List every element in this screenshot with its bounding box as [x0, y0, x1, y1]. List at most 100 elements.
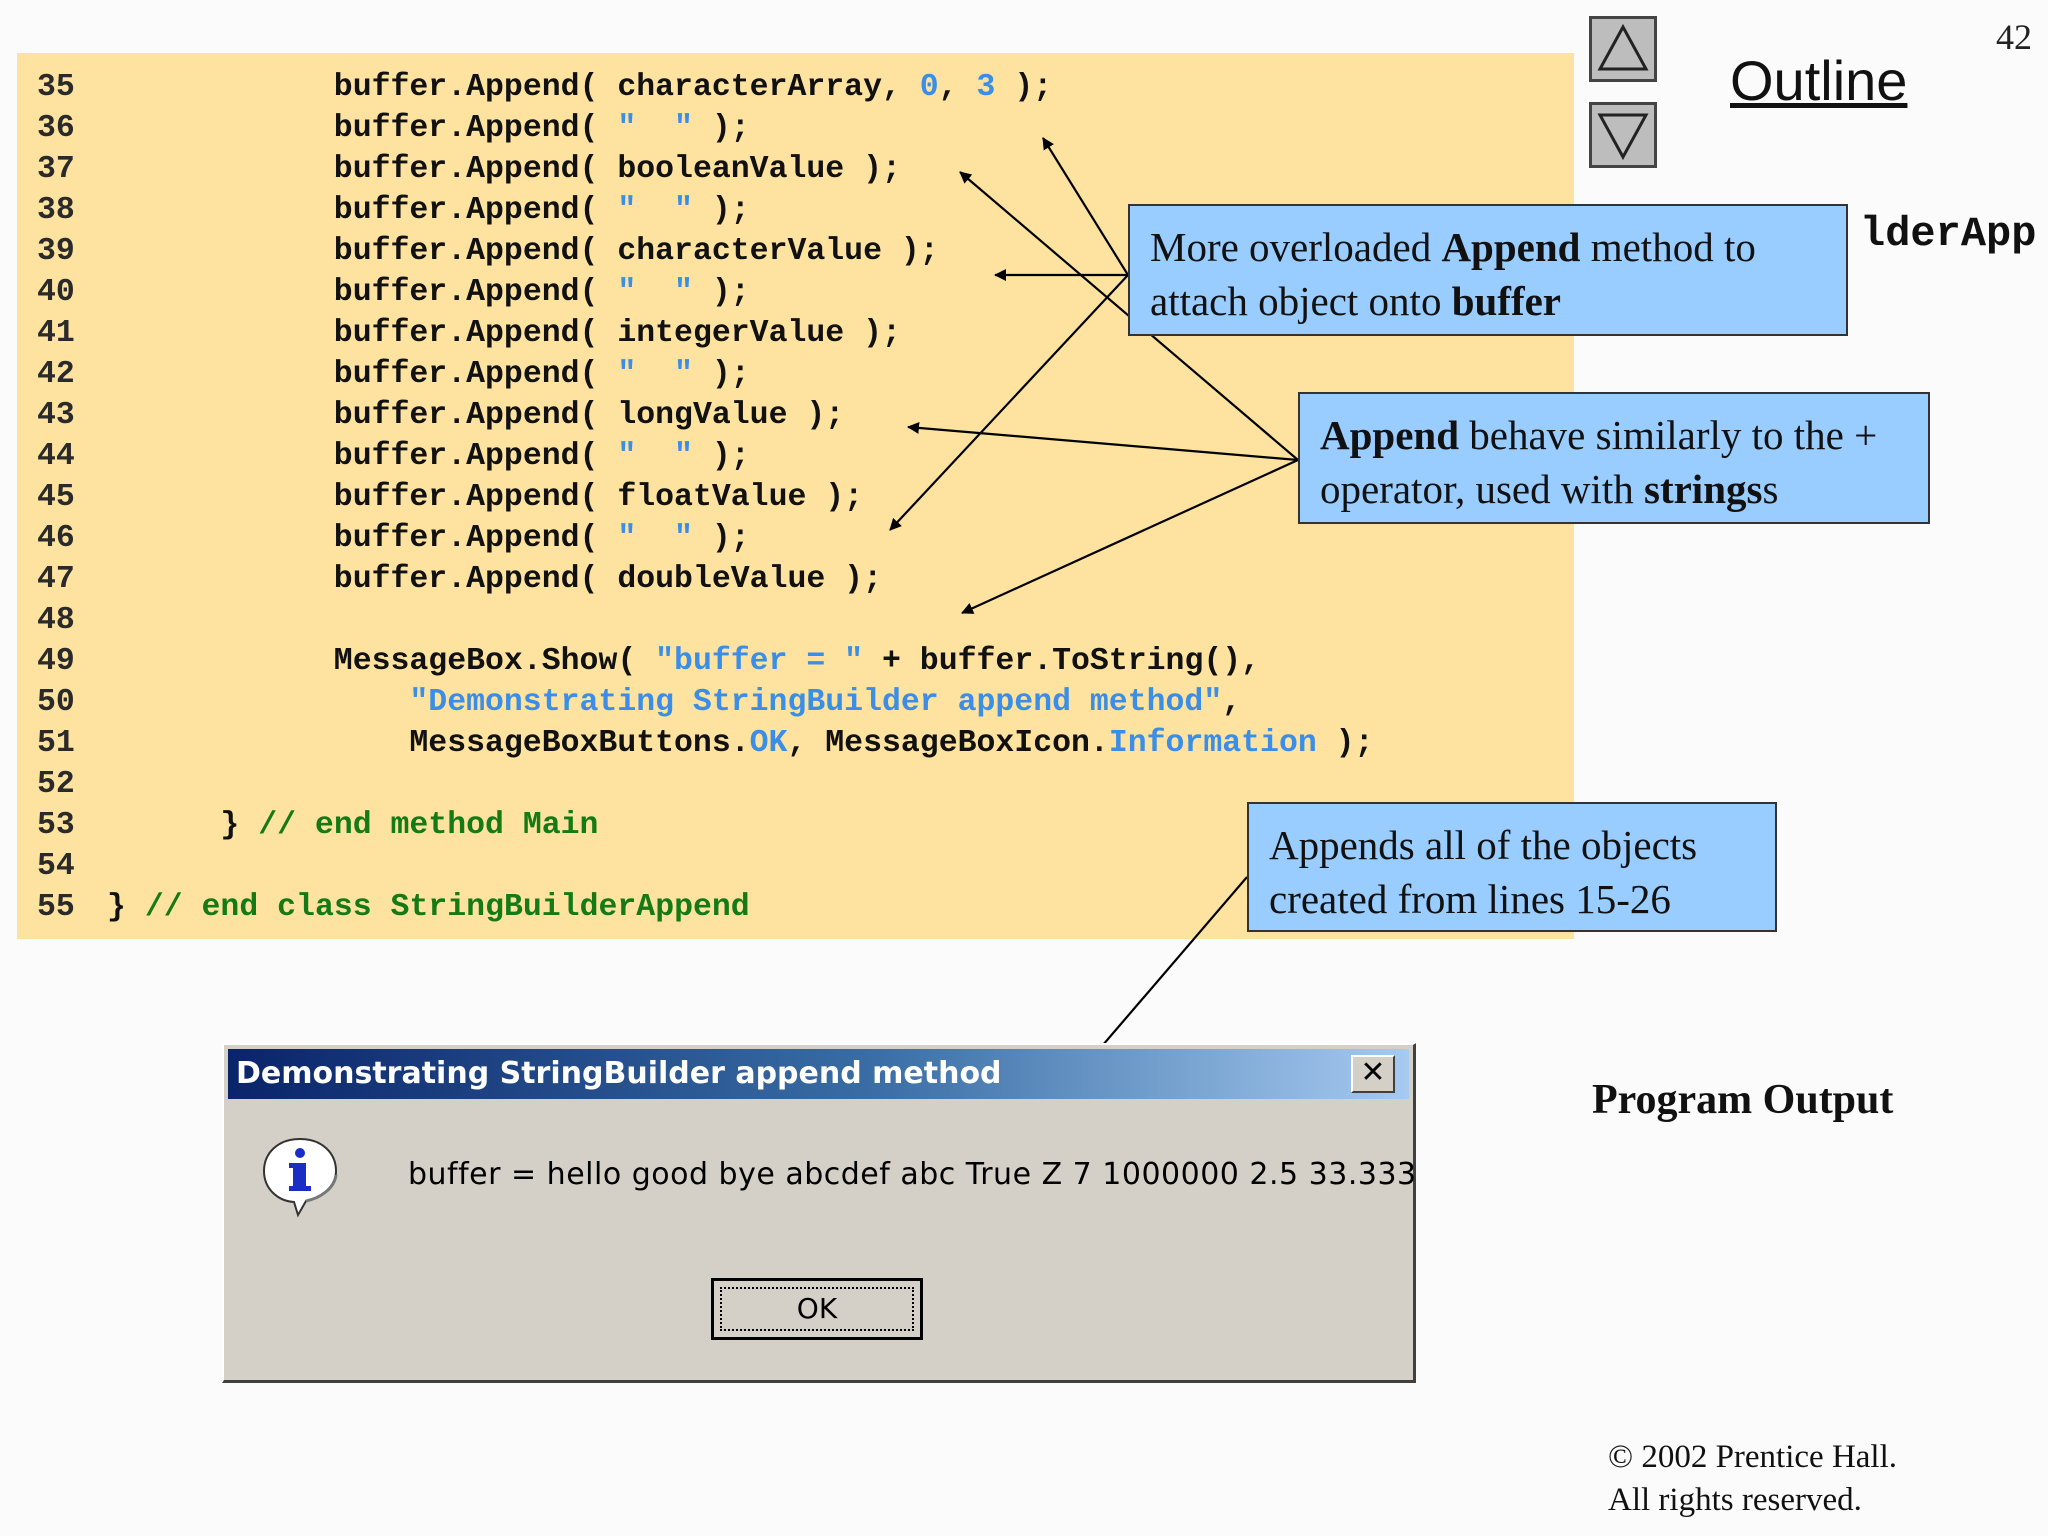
code-text: buffer.Append( characterValue );: [334, 231, 939, 272]
line-number: 44: [37, 439, 75, 474]
callout-text: behave similarly to the + operator, used…: [1320, 412, 1878, 512]
code-token: }: [220, 808, 259, 843]
code-literal: "buffer = ": [655, 644, 864, 679]
dialog-titlebar[interactable]: Demonstrating StringBuilder append metho…: [228, 1049, 1409, 1099]
code-line: 50"Demonstrating StringBuilder append me…: [37, 682, 1241, 723]
code-token: );: [692, 357, 750, 392]
line-number: 36: [37, 111, 75, 146]
callout-bold-text: Append: [1441, 224, 1581, 270]
close-button[interactable]: ✕: [1351, 1055, 1395, 1093]
code-token: }: [107, 890, 145, 925]
code-token: );: [692, 521, 750, 556]
triangle-down-icon: [1597, 113, 1649, 161]
information-icon: [262, 1137, 338, 1218]
code-line: 54: [37, 846, 87, 887]
code-text: buffer.Append( " " );: [334, 436, 750, 477]
code-text: } // end method Main: [220, 805, 598, 846]
line-number: 43: [37, 398, 75, 433]
code-token: ,: [1222, 685, 1242, 720]
line-number: 49: [37, 644, 75, 679]
line-number: 41: [37, 316, 75, 351]
code-text: buffer.Append( booleanValue );: [334, 149, 901, 190]
line-number: 53: [37, 808, 75, 843]
copyright-line: All rights reserved.: [1608, 1482, 1862, 1518]
line-number: 47: [37, 562, 75, 597]
callout-bold-text: Append: [1320, 412, 1460, 458]
code-text: MessageBox.Show( "buffer = " + buffer.To…: [334, 641, 1260, 682]
previous-slide-button[interactable]: [1589, 16, 1657, 82]
dialog-message: buffer = hello good bye abcdef abc True …: [408, 1157, 1417, 1192]
code-line: 41 buffer.Append( integerValue );: [37, 313, 901, 354]
line-number: 45: [37, 480, 75, 515]
callout-overloaded-append: More overloaded Append method to attach …: [1128, 204, 1848, 336]
code-token: buffer.Append( longValue );: [333, 398, 845, 433]
callout-bold-text: buffer: [1451, 278, 1562, 324]
code-text: buffer.Append( " " );: [334, 272, 750, 313]
code-literal: " ": [617, 521, 693, 556]
next-slide-button[interactable]: [1589, 102, 1657, 168]
line-number: 55: [37, 890, 75, 925]
code-token: buffer.Append( doubleValue );: [333, 562, 882, 597]
code-token: buffer.Append(: [333, 357, 618, 392]
code-token: );: [692, 439, 750, 474]
code-token: buffer.Append(: [333, 521, 618, 556]
code-text: buffer.Append( characterArray, 0, 3 );: [334, 67, 1052, 108]
line-number: 37: [37, 152, 75, 187]
code-line: 48: [37, 600, 87, 641]
code-text: buffer.Append( doubleValue );: [334, 559, 882, 600]
line-number: 46: [37, 521, 75, 556]
line-number: 38: [37, 193, 75, 228]
ok-button-label: OK: [720, 1287, 914, 1331]
copyright: © 2002 Prentice Hall. All rights reserve…: [1608, 1436, 1897, 1522]
code-text: buffer.Append( integerValue );: [334, 313, 901, 354]
code-line: 52: [37, 764, 87, 805]
line-number: 51: [37, 726, 75, 761]
line-number: 52: [37, 767, 75, 802]
code-line: 49 MessageBox.Show( "buffer = " + buffer.…: [37, 641, 1260, 682]
code-literal: " ": [617, 193, 693, 228]
callout-bold-text: strings: [1644, 466, 1763, 512]
code-line: 43 buffer.Append( longValue );: [37, 395, 844, 436]
code-token: buffer.Append( booleanValue );: [333, 152, 901, 187]
ok-button[interactable]: OK: [711, 1278, 923, 1340]
callout-text: Appends all of the objects created from …: [1269, 822, 1698, 922]
outline-link[interactable]: Outline: [1730, 49, 1908, 112]
code-line: 46 buffer.Append( " " );: [37, 518, 750, 559]
code-literal: " ": [617, 357, 693, 392]
code-literal: OK: [749, 726, 788, 761]
page-number: 42: [1996, 17, 2032, 57]
line-number: 40: [37, 275, 75, 310]
code-token: MessageBoxButtons.: [409, 726, 750, 761]
code-token: );: [995, 70, 1053, 105]
code-token: buffer.Append(: [333, 275, 618, 310]
message-box-dialog: Demonstrating StringBuilder append metho…: [222, 1043, 1416, 1383]
code-literal: 0: [919, 70, 939, 105]
code-line: 44 buffer.Append( " " );: [37, 436, 750, 477]
code-comment: // end class StringBuilderAppend: [144, 890, 750, 925]
outline-file-title: lderApp: [1860, 210, 2037, 258]
code-literal: 3: [976, 70, 996, 105]
code-token: + buffer.ToString(),: [863, 644, 1261, 679]
code-literal: " ": [617, 439, 693, 474]
close-icon: ✕: [1360, 1055, 1386, 1090]
line-number: 50: [37, 685, 75, 720]
callout-append-similar: Append behave similarly to the + operato…: [1298, 392, 1930, 524]
copyright-line: © 2002 Prentice Hall.: [1608, 1439, 1898, 1475]
code-text: } // end class StringBuilderAppend: [107, 887, 750, 928]
code-token: ,: [938, 70, 977, 105]
code-token: buffer.Append( integerValue );: [333, 316, 901, 351]
program-output-label: Program Output: [1592, 1077, 1894, 1123]
triangle-up-icon: [1597, 23, 1649, 71]
code-text: buffer.Append( " " );: [334, 354, 750, 395]
callout-text: s: [1762, 466, 1779, 512]
code-line: 37 buffer.Append( booleanValue );: [37, 149, 901, 190]
code-text: buffer.Append( longValue );: [334, 395, 844, 436]
